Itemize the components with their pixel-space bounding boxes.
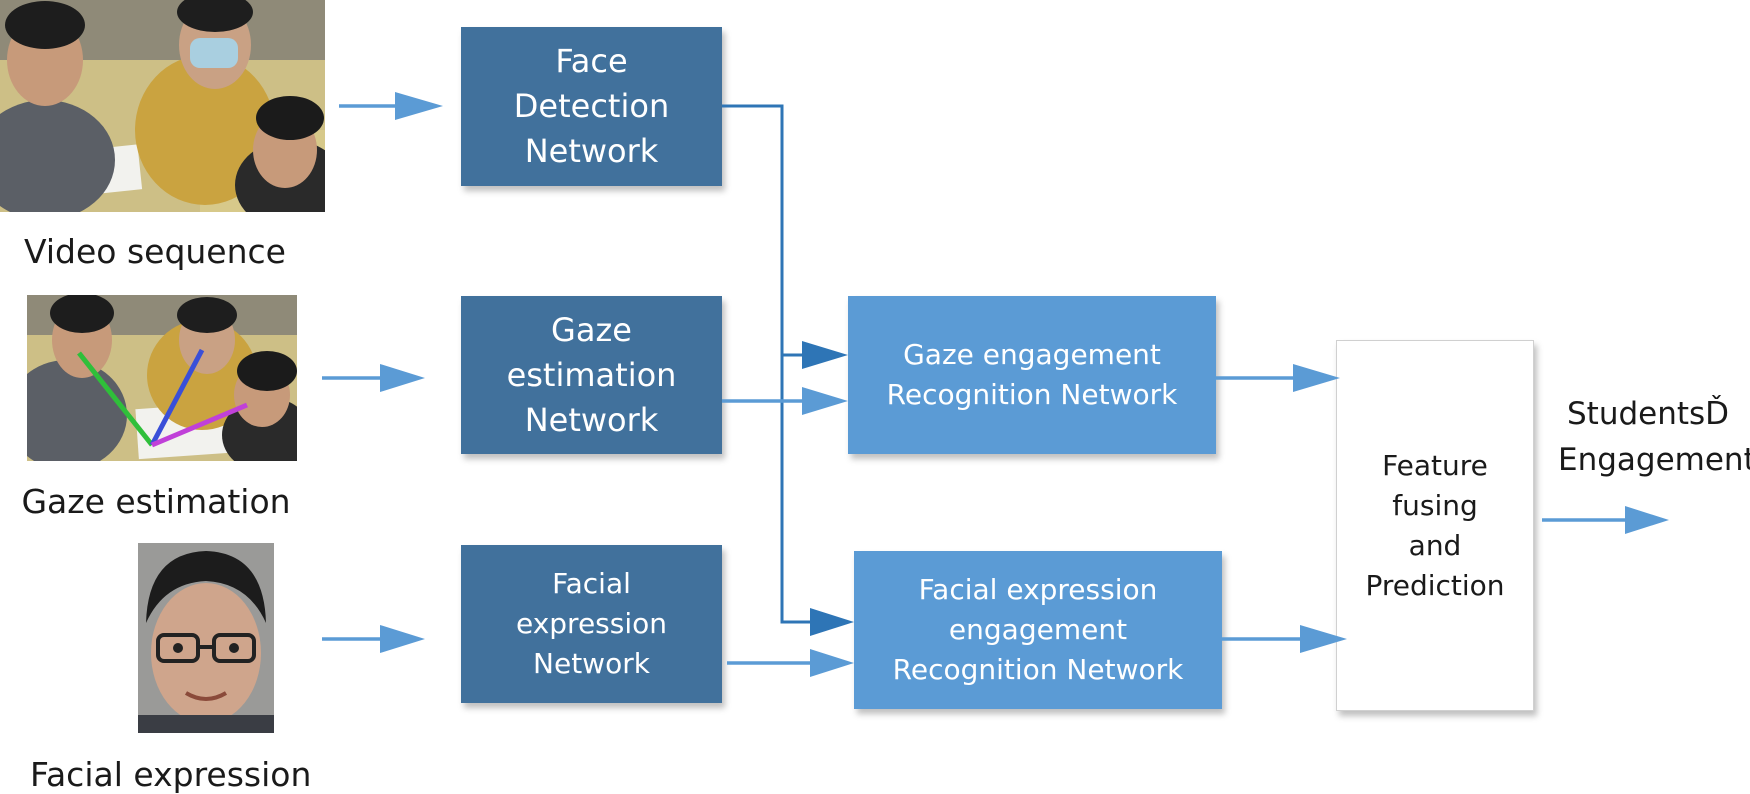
box-line: Detection xyxy=(513,87,670,125)
students-engagement-label: StudentsĎ Engagement xyxy=(1558,391,1750,483)
face-detection-connector xyxy=(722,104,854,636)
box-line: engagement xyxy=(948,613,1128,646)
arrowhead xyxy=(802,387,848,415)
box-line: expression xyxy=(515,607,668,640)
video-sequence-caption: Video sequence xyxy=(24,232,286,271)
box-line: Gaze engagement xyxy=(903,338,1161,371)
connector-face-detection-trunk xyxy=(722,104,812,624)
box-line: Recognition Network xyxy=(892,653,1184,686)
input-arrows xyxy=(322,92,443,653)
box-line: Prediction xyxy=(1365,568,1505,602)
box-line: Network xyxy=(524,132,659,170)
gaze-estimation-caption: Gaze estimation xyxy=(21,482,291,521)
box-line: Face xyxy=(555,42,628,80)
gaze-estimation-image xyxy=(27,295,297,461)
face-detection-network-box: Face Detection Network xyxy=(461,27,722,186)
box-line: Facial xyxy=(552,567,631,600)
output-line-1: StudentsĎ xyxy=(1567,396,1730,432)
gaze-estimation-network-box: Gaze estimation Network xyxy=(461,296,722,454)
facial-expression-image xyxy=(138,543,274,733)
arrowhead xyxy=(802,341,848,369)
arrowhead xyxy=(395,92,443,120)
arrowhead xyxy=(1300,625,1347,653)
output-line-2: Engagement xyxy=(1558,442,1750,478)
arrowhead xyxy=(1625,506,1669,534)
feature-fusing-box: Feature fusing and Prediction xyxy=(1336,340,1534,711)
arrowhead xyxy=(810,649,854,677)
arrowhead xyxy=(810,608,854,636)
facial-engagement-recognition-box: Facial expression engagement Recognition… xyxy=(854,551,1222,709)
box-line: Facial expression xyxy=(918,573,1158,606)
box-line: Recognition Network xyxy=(886,378,1178,411)
gaze-engagement-recognition-box: Gaze engagement Recognition Network xyxy=(848,296,1216,454)
facial-expression-network-box: Facial expression Network xyxy=(461,545,722,703)
arrowhead xyxy=(1293,364,1340,392)
box-line: Gaze xyxy=(551,310,632,349)
box-line: fusing xyxy=(1392,488,1478,522)
box-line: estimation xyxy=(506,355,677,394)
box-line: Network xyxy=(524,400,659,439)
arrowhead xyxy=(380,625,425,653)
network-arrows xyxy=(722,364,1669,677)
video-sequence-image xyxy=(0,0,325,212)
arrowhead xyxy=(380,364,425,392)
box-line: and xyxy=(1408,528,1462,562)
facial-expression-caption: Facial expression xyxy=(30,755,312,794)
box-line: Network xyxy=(533,647,650,680)
box-line: Feature xyxy=(1382,448,1488,482)
